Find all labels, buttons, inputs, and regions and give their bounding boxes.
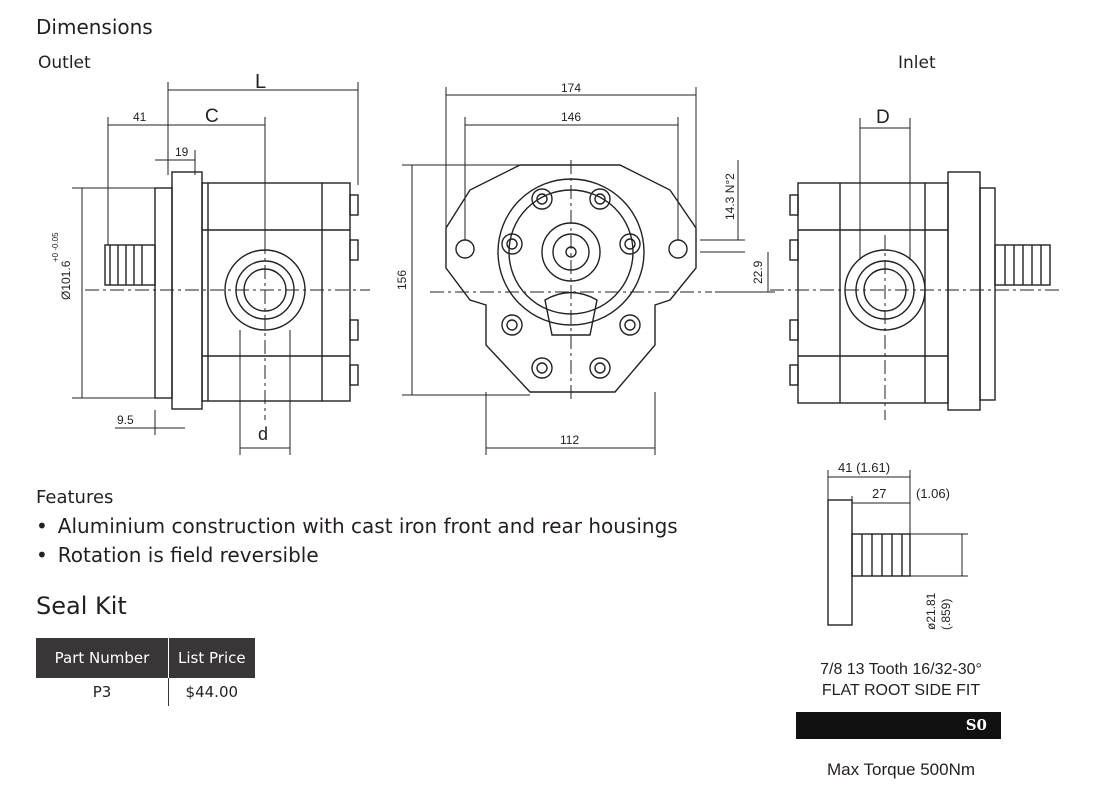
spline-dim-dia-in: (.859) <box>939 599 953 630</box>
dim-9-5: 9.5 <box>117 413 134 427</box>
dim-112: 112 <box>560 433 579 447</box>
table-header-row: Part Number List Price <box>36 638 255 678</box>
dim-C: C <box>205 106 219 127</box>
dim-D: D <box>876 107 890 128</box>
table-row: P3 $44.00 <box>36 678 255 706</box>
dim-14-3: 14.3 N°2 <box>723 173 737 220</box>
spline-dim-dia: ø21.81 <box>924 592 938 630</box>
dim-156: 156 <box>395 270 409 290</box>
spline-spec-line2: FLAT ROOT SIDE FIT <box>821 682 981 699</box>
spline-code: S0 <box>965 716 987 734</box>
dim-19: 19 <box>175 145 189 159</box>
seal-kit-title: Seal Kit <box>36 592 127 620</box>
spline-dim-27-in: (1.06) <box>916 486 950 501</box>
column-header-list-price: List Price <box>168 638 255 678</box>
spline-dim-27: 27 <box>872 486 886 501</box>
dim-41: 41 <box>133 110 147 124</box>
outlet-label: Outlet <box>38 53 91 73</box>
features-list: Aluminium construction with cast iron fr… <box>36 512 678 570</box>
seal-kit-table: Part Number List Price P3 $44.00 <box>36 638 255 706</box>
column-header-part-number: Part Number <box>36 638 169 678</box>
feature-item-text: Rotation is field reversible <box>57 543 319 567</box>
dim-L: L <box>255 71 266 93</box>
inlet-side-view <box>789 171 1051 411</box>
dimensions-heading: Dimensions <box>36 15 153 39</box>
spline-detail <box>827 499 911 626</box>
dim-174: 174 <box>561 81 581 95</box>
spline-dim-41: 41 (1.61) <box>838 460 890 475</box>
cell-part-number: P3 <box>36 678 169 706</box>
max-torque: Max Torque 500Nm <box>826 760 976 779</box>
spline-code-bar: S0 <box>796 712 1001 739</box>
dim-tolerance: +0 -0.05 <box>51 232 60 262</box>
feature-item: Aluminium construction with cast iron fr… <box>36 512 678 541</box>
dim-d: d <box>258 424 268 444</box>
inlet-label: Inlet <box>898 53 936 73</box>
features-title: Features <box>36 487 114 508</box>
spline-spec-line1: 7/8 13 Tooth 16/32-30° <box>820 661 982 678</box>
feature-item: Rotation is field reversible <box>36 541 678 570</box>
dim-diameter: Ø101.6 <box>59 260 73 300</box>
dim-146: 146 <box>561 110 581 124</box>
feature-item-text: Aluminium construction with cast iron fr… <box>57 514 678 538</box>
cell-list-price: $44.00 <box>185 683 239 701</box>
features-section: Features Aluminium construction with cas… <box>36 483 678 570</box>
dim-22-9: 22.9 <box>751 260 765 284</box>
outlet-side-view <box>104 171 359 410</box>
